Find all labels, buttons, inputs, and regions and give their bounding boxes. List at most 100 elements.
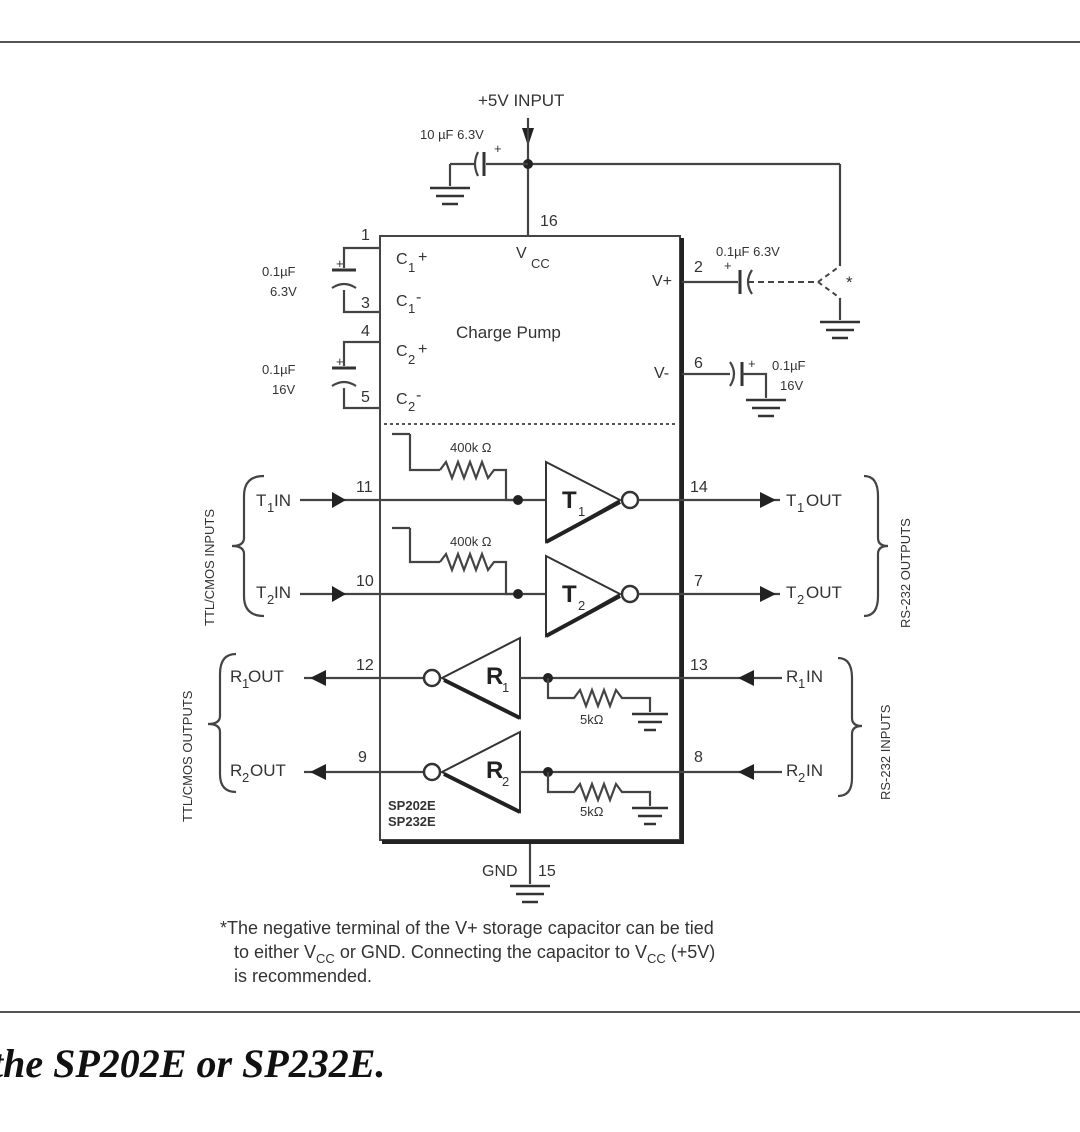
vplus-option-vcc (817, 265, 841, 283)
vplus-star: * (846, 273, 853, 292)
r1-in-label: R (786, 667, 798, 686)
r1-pulldown-resistor (546, 678, 652, 712)
vminus-gnd-wire (742, 372, 768, 398)
vminus-cap-plus: + (748, 356, 756, 371)
r2-out-label: R (230, 761, 242, 780)
part-number-sp232e: SP232E (388, 814, 436, 829)
rs232-inputs-label: RS-232 INPUTS (878, 704, 893, 800)
c2-minus-sign: - (416, 387, 421, 404)
input-cap-curve (473, 151, 479, 177)
receiver-2: R 2 5kΩ 9 8 R 2 OUT R 2 IN (230, 730, 823, 826)
t2-driver-sub: 2 (578, 598, 585, 613)
pin-10: 10 (356, 573, 374, 590)
pin-3: 3 (361, 295, 370, 312)
vminus-cap-value: 0.1µF (772, 358, 806, 373)
c2-voltage: 16V (272, 382, 295, 397)
chip-ground-icon (510, 884, 550, 904)
r2-in-sub: 2 (798, 770, 805, 785)
r2-pulldown-resistor (546, 772, 652, 806)
r1-input-arrow (738, 670, 754, 686)
r2-input-arrow (738, 764, 754, 780)
gnd-label: GND (482, 863, 518, 880)
pin-8: 8 (694, 749, 703, 766)
c2-minus-label: C (396, 391, 408, 408)
vplus-label: V+ (652, 273, 672, 290)
footnote-vcc-sub-2: CC (647, 951, 666, 966)
t2-in-suffix: IN (274, 583, 291, 602)
c1-voltage: 6.3V (270, 284, 297, 299)
t1-in-sub: 1 (267, 500, 274, 515)
r2-inverter-bubble (422, 762, 442, 782)
r2-in-label: R (786, 761, 798, 780)
t2-pullup-resistor (439, 550, 518, 596)
t1-in-label: T (256, 491, 266, 510)
vcc-label: V (516, 245, 527, 262)
c2-curve (331, 380, 357, 387)
r1-in-suffix: IN (806, 667, 823, 686)
c1-plus-sub: 1 (408, 260, 415, 275)
footnote-vcc-sub-1: CC (316, 951, 335, 966)
footnote-line-2: to either VCC or GND. Connecting the cap… (234, 942, 715, 966)
t2-output-arrow (760, 586, 776, 602)
t2-pullup-wire (392, 526, 440, 564)
t1-input-arrow (332, 492, 346, 508)
t2-in-label: T (256, 583, 266, 602)
t2-out-label: T (786, 583, 796, 602)
pin-6: 6 (694, 355, 703, 372)
footnote-line-3: is recommended. (234, 966, 372, 986)
r1-inverter-bubble (422, 668, 442, 688)
t2-node (513, 589, 523, 599)
t2-input-arrow (332, 586, 346, 602)
t2-inverter-bubble (620, 584, 640, 604)
c1-minus-sub: 1 (408, 301, 415, 316)
t1-driver-label: T (562, 487, 577, 514)
c2-bottom-wire (342, 388, 380, 410)
vminus-cap-curve (729, 361, 736, 387)
transmitter-2: 400k Ω T 2 10 7 T 2 IN T 2 OUT (256, 526, 842, 638)
pin-9: 9 (358, 749, 367, 766)
t2-in-sub: 2 (267, 592, 274, 607)
vminus-ground-icon (746, 398, 786, 418)
c1-plus-sign: + (418, 249, 427, 266)
pin-12: 12 (356, 657, 374, 674)
r2-driver-sub: 2 (502, 774, 509, 789)
c1-plus-label: C (396, 251, 408, 268)
c1-value: 0.1µF (262, 264, 296, 279)
pin-15: 15 (538, 863, 556, 880)
r2-output-arrow (310, 764, 326, 780)
r1-in-sub: 1 (798, 676, 805, 691)
footnote-line-1: *The negative terminal of the V+ storage… (220, 918, 714, 938)
pin-5: 5 (361, 389, 370, 406)
charge-pump-label: Charge Pump (456, 323, 561, 342)
pin-7: 7 (694, 573, 703, 590)
pin-11: 11 (356, 479, 373, 496)
r2-driver-shade (443, 772, 521, 814)
vcc-pin-number: 16 (540, 213, 558, 230)
footnote-mid: or GND. Connecting the capacitor to V (335, 942, 647, 962)
t2-out-sub: 2 (797, 592, 804, 607)
chip-body (379, 235, 681, 841)
t1-out-suffix: OUT (806, 491, 842, 510)
t2-driver-shade (545, 594, 621, 638)
ttl-inputs-label: TTL/CMOS INPUTS (202, 509, 217, 626)
footnote-tail: (+5V) (666, 942, 716, 962)
r2-driver-label: R (486, 757, 503, 784)
receiver-1: R 1 5kΩ 12 13 R 1 OUT R 1 IN (230, 636, 823, 732)
r1-resistor-label: 5kΩ (580, 712, 604, 727)
c1-minus-sign: - (416, 289, 421, 306)
c2-value: 0.1µF (262, 362, 296, 377)
vminus-cap-voltage: 16V (780, 378, 803, 393)
pin-14: 14 (690, 479, 708, 496)
r1-driver-label: R (486, 663, 503, 690)
transmitter-1: 400k Ω T 1 11 14 T 1 IN T 1 OUT (256, 432, 842, 544)
c2-top-wire (342, 340, 380, 366)
t1-pullup-resistor (439, 458, 518, 502)
c2-plus: + (336, 354, 344, 369)
t1-in-suffix: IN (274, 491, 291, 510)
c1-bottom-wire (342, 290, 380, 314)
pin-1: 1 (361, 227, 370, 244)
r2-resistor-label: 5kΩ (580, 804, 604, 819)
t1-output-arrow (760, 492, 776, 508)
input-ground-icon (430, 186, 470, 206)
t2-out-suffix: OUT (806, 583, 842, 602)
